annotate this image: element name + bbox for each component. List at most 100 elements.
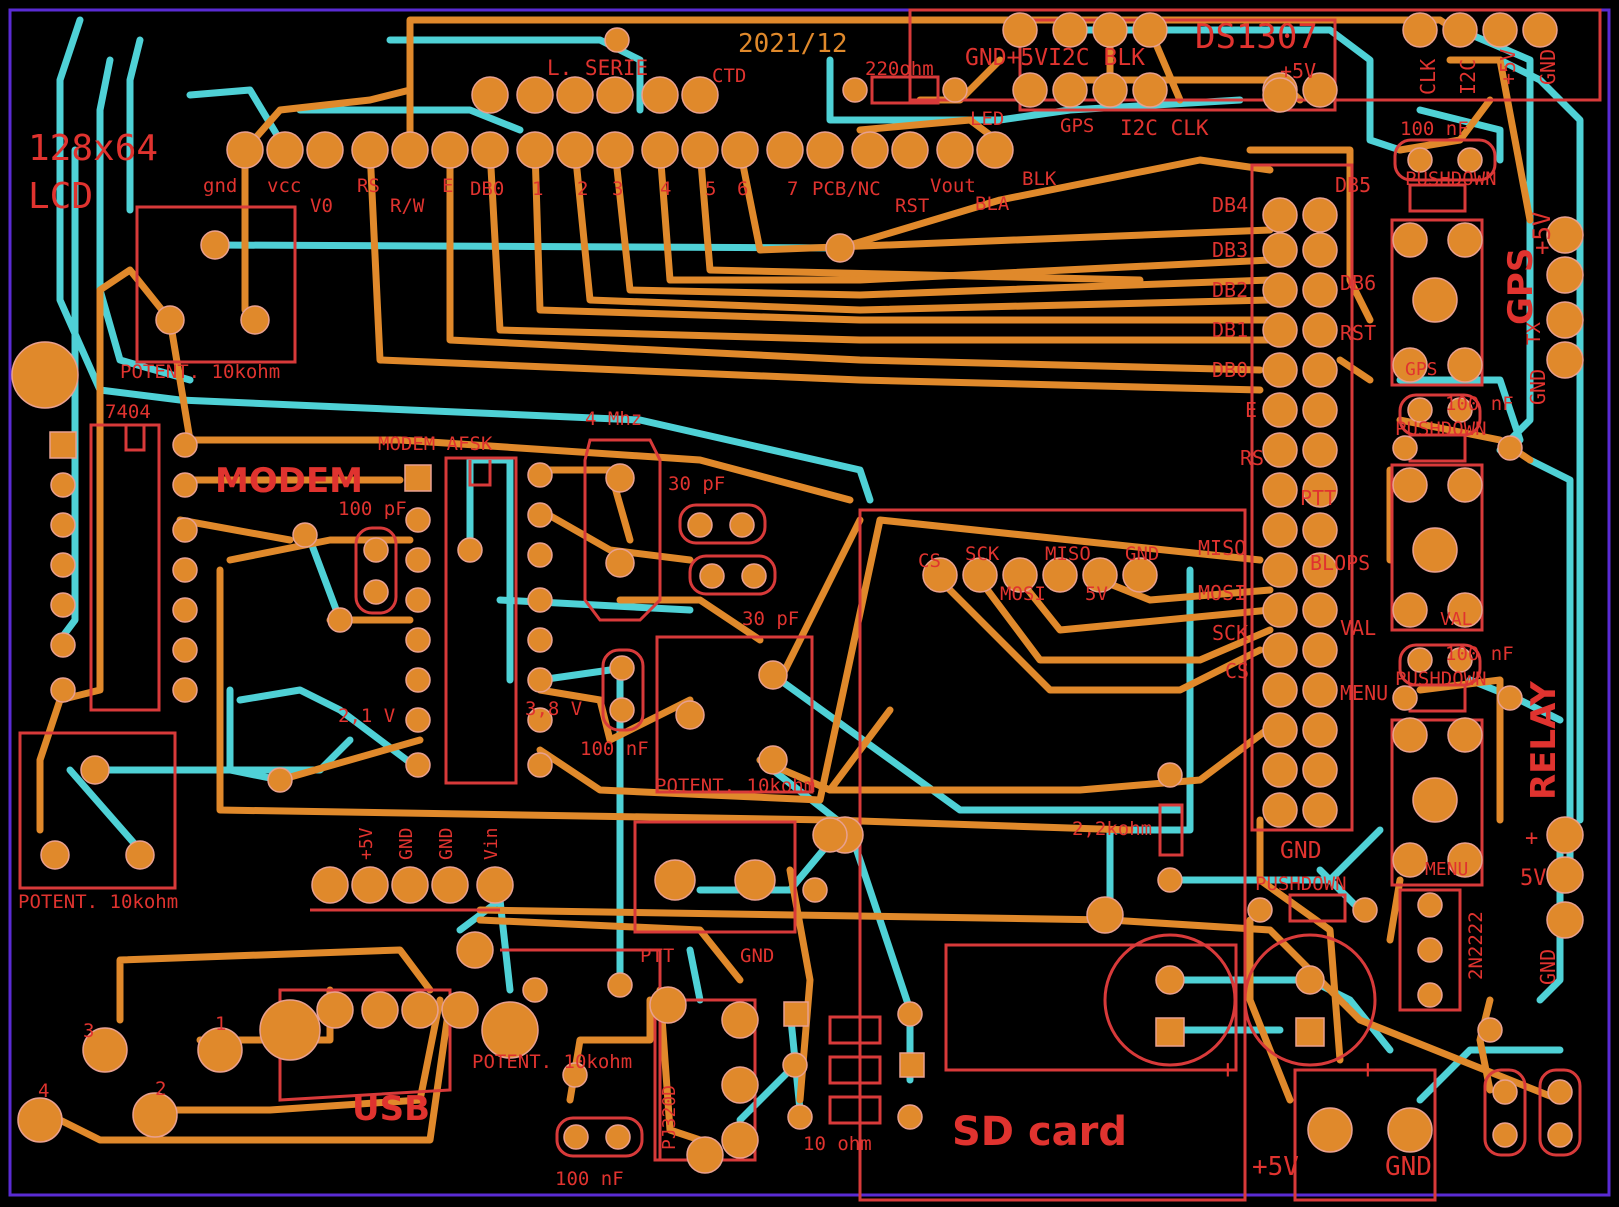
sd-mosi-label: MOSI bbox=[1000, 583, 1046, 605]
ptt-gnd-label: GND bbox=[740, 945, 774, 967]
relay-plus-label: + bbox=[1525, 826, 1538, 851]
rtc-bottom-label: I2C CLK bbox=[1120, 116, 1209, 140]
cap-plus-1: + bbox=[1220, 1055, 1236, 1085]
board-outline bbox=[8, 8, 1611, 1197]
relay-label: RELAY bbox=[1524, 681, 1564, 800]
arduino-db4-label: DB4 bbox=[1212, 193, 1248, 217]
arduino-db2-label: DB2 bbox=[1212, 278, 1248, 302]
ic7404-label: 7404 bbox=[105, 401, 151, 423]
jack-label: PJ320D bbox=[659, 1085, 680, 1150]
sd-5v-label: 5V bbox=[1085, 583, 1108, 605]
nf100-label-3: 100 nF bbox=[1445, 643, 1514, 665]
pushdown-label-2: PUSHDOWN bbox=[1395, 418, 1487, 440]
plus5v-vert-label: +5V bbox=[1496, 49, 1520, 85]
ctd-label: CTD bbox=[712, 65, 746, 87]
nf100-label-5: 100 nF bbox=[555, 1168, 624, 1190]
lcd-pin-rst: RST bbox=[895, 195, 929, 217]
lcd-pin-db0: DB0 bbox=[470, 178, 504, 200]
lcd-pin-db4: 4 bbox=[660, 178, 671, 200]
modem-big-label: MODEM bbox=[215, 461, 363, 501]
nf100-label-4: 100 nF bbox=[580, 738, 649, 760]
lcd-pin-db5: 5 bbox=[705, 178, 716, 200]
lcd-pin-gnd: gnd bbox=[203, 175, 237, 197]
silkscreen-outlines bbox=[18, 8, 1602, 1202]
bottom-gnd-label: GND bbox=[1385, 1152, 1432, 1182]
lcd-subtitle: LCD bbox=[28, 176, 93, 217]
clk-label: CLK bbox=[1416, 59, 1440, 95]
menu-button-label: MENU bbox=[1425, 859, 1468, 880]
arduino-e-label: E bbox=[1245, 398, 1257, 422]
val-button-label: VAL bbox=[1440, 609, 1473, 630]
gnd-vert-label: GND bbox=[1536, 49, 1560, 85]
lcd-pin-rw: R/W bbox=[390, 195, 425, 217]
pads bbox=[11, 12, 1584, 1174]
arduino-db0-label: DB0 bbox=[1212, 358, 1248, 382]
plus5v-gps-label: +5V bbox=[1528, 212, 1556, 255]
usb-pin-1: 1 bbox=[215, 1013, 226, 1035]
pf30-label-1: 30 pF bbox=[668, 473, 725, 495]
res-220-label: 220ohm bbox=[865, 58, 934, 80]
potent-label-2: POTENT. 10kohm bbox=[655, 775, 815, 797]
nf100-label-1: 100 nF bbox=[1400, 118, 1469, 140]
lcd-pin-pcbnc: PCB/NC bbox=[812, 178, 881, 200]
lcd-pin-e: E bbox=[442, 175, 453, 197]
lcd-pin-blk: BLK bbox=[1022, 168, 1057, 190]
lcd-pin-db7: 7 bbox=[787, 178, 798, 200]
ptt-label: PTT bbox=[640, 945, 674, 967]
serial-label: L. SERIE bbox=[547, 56, 648, 80]
usb-pin-4: 4 bbox=[38, 1080, 49, 1102]
lcd-pin-db1: 1 bbox=[532, 178, 543, 200]
arduino-db6-label: DB6 bbox=[1340, 271, 1376, 295]
usb-label: USB bbox=[352, 1089, 430, 1129]
arduino-sck-label: SCK bbox=[1212, 621, 1248, 645]
arduino-blops-label: BLOPS bbox=[1310, 551, 1370, 575]
pushdown-label-4: PUSHDOWN bbox=[1255, 873, 1347, 895]
arduino-db5-label: DB5 bbox=[1335, 173, 1371, 197]
lcd-pin-v0: V0 bbox=[310, 195, 333, 217]
pushdown-label-1: PUSHDOWN bbox=[1405, 168, 1497, 190]
plus5v-top-label: +5V bbox=[1280, 59, 1316, 83]
sd-card-label: SD card bbox=[952, 1109, 1127, 1155]
power-pin-gnd-2: GND bbox=[436, 827, 457, 860]
v21-label: 2,1 V bbox=[338, 705, 395, 727]
relay-gnd-label: GND bbox=[1536, 949, 1560, 985]
rtc-top-label: GND+5VI2C BLK bbox=[965, 45, 1145, 71]
v38-label: 3,8 V bbox=[525, 698, 582, 720]
arduino-db3-label: DB3 bbox=[1212, 238, 1248, 262]
usb-pin-2: 2 bbox=[155, 1078, 166, 1100]
sd-gnd-label: GND bbox=[1125, 543, 1159, 565]
arduino-gnd-label: GND bbox=[1280, 838, 1322, 864]
lcd-pin-bla: BLA bbox=[975, 193, 1010, 215]
modem-small-label: MODEM AFSK bbox=[378, 433, 493, 455]
arduino-mosi-label: MOSI bbox=[1198, 581, 1246, 605]
potent-label-3: POTENT. 10kohm bbox=[18, 891, 178, 913]
crystal-label: 4 Mhz bbox=[585, 408, 642, 430]
gnd-gps-label: GND bbox=[1526, 369, 1550, 405]
lcd-pin-db6: 6 bbox=[737, 178, 748, 200]
usb-pin-3: 3 bbox=[83, 1020, 94, 1042]
arduino-menu-label: MENU bbox=[1340, 681, 1388, 705]
arduino-ptt-label: PTT bbox=[1300, 486, 1336, 510]
lcd-pin-db2: 2 bbox=[577, 178, 588, 200]
pushdown-label-3: PUSHDOWN bbox=[1395, 668, 1487, 690]
kohm22-label: 2,2kohm bbox=[1072, 818, 1152, 840]
sd-sck-label: SCK bbox=[965, 543, 1000, 565]
lcd-title: 128x64 bbox=[28, 128, 158, 169]
pf100-label: 100 pF bbox=[338, 498, 407, 520]
arduino-db1-label: DB1 bbox=[1212, 318, 1248, 342]
ohm10-label: 10 ohm bbox=[803, 1133, 872, 1155]
arduino-miso-label: MISO bbox=[1198, 536, 1246, 560]
potent-label-4: POTENT. 10kohm bbox=[472, 1051, 632, 1073]
silk-labels: 2021/12 128x64 LCD gnd vcc V0 RS R/W E D… bbox=[18, 17, 1564, 1190]
gps-small-label: GPS bbox=[1060, 115, 1094, 137]
gps-big-label: GPS bbox=[1501, 248, 1541, 325]
sd-miso-label: MISO bbox=[1045, 543, 1091, 565]
lcd-pin-vout: Vout bbox=[930, 175, 976, 197]
ds1307-label: DS1307 bbox=[1195, 17, 1318, 57]
lcd-header-pads bbox=[226, 131, 1014, 169]
cap-plus-2: + bbox=[1360, 1055, 1376, 1085]
lcd-pin-db3: 3 bbox=[612, 178, 623, 200]
relay-5v-label: 5V bbox=[1520, 866, 1547, 891]
sd-cs-label: CS bbox=[918, 550, 941, 572]
